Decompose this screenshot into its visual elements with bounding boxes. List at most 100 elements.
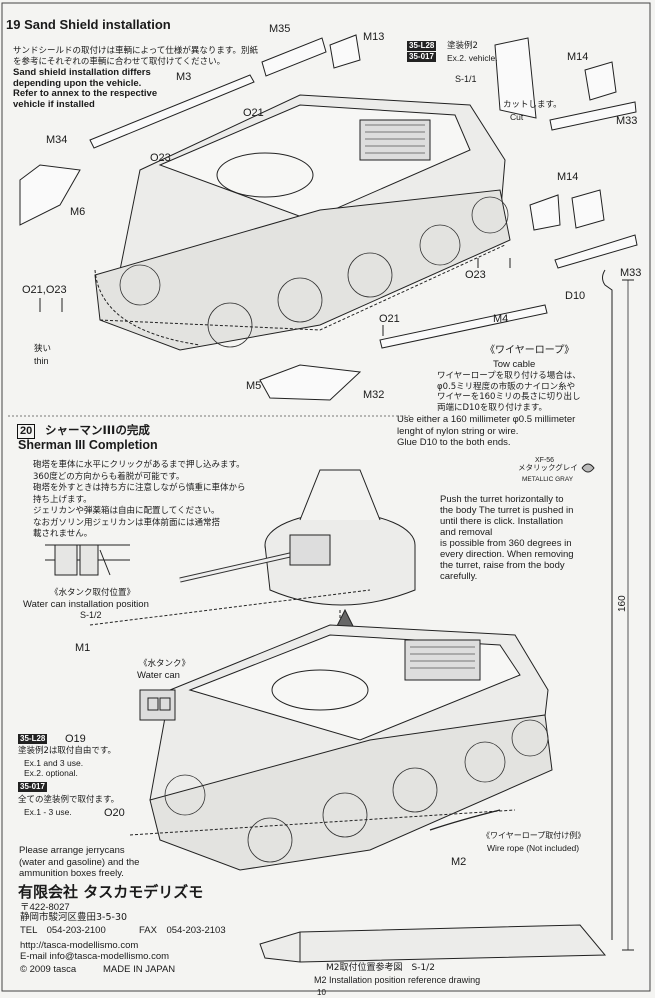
code-b-jp: 全ての塗装例で取付ます。 xyxy=(18,795,120,805)
step20-title-jp: シャーマンIIIの完成 xyxy=(45,423,150,437)
jp-line: 砲塔を車体に水平にクリックがあるまで押し込みます。 xyxy=(33,460,245,470)
en-line: Ex.1 and 3 use. xyxy=(24,758,84,768)
tank-hull-step19 xyxy=(94,94,511,351)
step20-title-en: Sherman III Completion xyxy=(18,438,158,452)
en-line: Refer to annex to the respective xyxy=(13,88,158,99)
part-m33-a: M33 xyxy=(616,115,638,127)
en-line: the body The turret is pushed in xyxy=(440,505,574,516)
jp-line: ワイヤーロープを取り付ける場合は、 xyxy=(437,371,581,381)
code-a-en: Ex.1 and 3 use. Ex.2. optional. xyxy=(24,758,83,778)
en-line: depending upon the vehicle. xyxy=(13,77,142,89)
en-line: Push the turret horizontally to xyxy=(440,494,564,505)
part-m5: M5 xyxy=(246,380,262,392)
tow-length: 160 xyxy=(617,595,628,612)
en-line: Sand shield installation differs xyxy=(13,67,151,78)
jp-line: サンドシールドの取付けは車輌によって仕様が異なります。別紙 xyxy=(13,46,258,56)
water-can-position-inset xyxy=(45,544,130,576)
company-tel: TEL 054-203-2100 xyxy=(20,925,106,936)
company-postal: 〒422-8027 xyxy=(20,902,70,913)
paint-label-jp: 塗装例2 xyxy=(447,41,478,51)
water-pos-en: Water can installation position xyxy=(23,599,149,610)
jerrycan-note: Please arrange jerrycans (water and gaso… xyxy=(19,845,139,880)
m2-ref-en: M2 Installation position reference drawi… xyxy=(314,975,481,985)
part-m13: M13 xyxy=(363,31,385,43)
cut-jp: カットします。 xyxy=(503,100,562,110)
paint-xf56-jp: メタリックグレイ xyxy=(518,463,578,472)
en-line: (water and gasoline) and the xyxy=(19,856,140,868)
water-can-en: Water can xyxy=(137,670,180,681)
s-ref-1-1: S-1/1 xyxy=(455,74,477,84)
wire-rope-en: Wire rope (Not included) xyxy=(487,843,580,853)
en-line: Use either a 160 millimeter φ0.5 millime… xyxy=(397,414,576,425)
jp-line: なおガソリン用ジェリカンは車体前面には通常搭 xyxy=(33,517,221,528)
tow-title-jp: 《ワイヤーロープ》 xyxy=(485,345,575,356)
en-line: every direction. When removing xyxy=(440,549,574,560)
en-line: and removal xyxy=(440,527,493,538)
en-line: the turret, raise from the body xyxy=(440,560,565,571)
part-o21-b: O21 xyxy=(379,313,400,325)
step20-number: 20 xyxy=(17,424,36,439)
en-line: until there is click. Installation xyxy=(440,516,564,527)
cut-en: Cut xyxy=(510,112,524,122)
part-m1: M1 xyxy=(75,642,91,654)
en-line: carefully. xyxy=(440,571,478,582)
part-m35: M35 xyxy=(269,23,291,35)
part-o23-a: O23 xyxy=(150,152,171,164)
step19-title: 19 Sand Shield installation xyxy=(6,17,171,32)
jp-line: 360度どの方向からも着脱が可能です。 xyxy=(33,471,185,482)
en-line: is possible from 360 degrees in xyxy=(440,538,572,549)
company-url[interactable]: http://tasca-modellismo.com xyxy=(20,940,139,951)
page-number: 10 xyxy=(317,988,326,997)
paint-xf56: XF-56 xyxy=(535,457,555,464)
sand-shield-parts xyxy=(19,34,638,401)
company-fax: FAX 054-203-2103 xyxy=(139,925,226,936)
part-m6: M6 xyxy=(70,206,86,218)
jp-line: を参考にそれぞれの車輌に合わせて取付けてください。 xyxy=(13,56,226,67)
jp-line: φ0.5ミリ程度の市販のナイロン糸や xyxy=(437,381,576,392)
copyright: © 2009 tasca xyxy=(20,964,77,975)
thin-en: thin xyxy=(34,356,49,366)
water-can-jp: 《水タンク》 xyxy=(139,659,191,669)
jp-line: 両端にD10を取り付けます。 xyxy=(437,402,548,413)
thin-jp: 狭い xyxy=(34,344,52,354)
part-m32: M32 xyxy=(363,389,385,401)
part-m34: M34 xyxy=(46,134,68,146)
en-line: Ex.2. optional. xyxy=(24,768,78,778)
jp-line: 載されません。 xyxy=(33,529,93,539)
water-pos-ref: S-1/2 xyxy=(80,610,102,620)
part-o19: O19 xyxy=(65,733,86,745)
code-b-box: 35-017 xyxy=(18,782,47,792)
part-m14-b: M14 xyxy=(557,171,579,183)
m2-reference-drawing xyxy=(259,924,607,963)
paint-label-en: Ex.2. vehicle. xyxy=(447,53,498,63)
jp-line: ジェリカンや弾薬箱は自由に配置してください。 xyxy=(33,506,220,516)
part-o23-b: O23 xyxy=(465,269,486,281)
part-m2: M2 xyxy=(451,856,467,868)
wire-rope-jp: 《ワイヤーロープ取付け例》 xyxy=(482,831,586,840)
paint-code-35-l28: 35-L28 xyxy=(407,41,437,51)
step19-number: 19 xyxy=(6,17,21,32)
part-m3: M3 xyxy=(176,71,192,83)
code-a-box: 35-L28 xyxy=(18,734,48,744)
made-in-japan: MADE IN JAPAN xyxy=(103,964,176,975)
code-b-en: Ex.1 - 3 use. xyxy=(24,807,72,817)
paint-code-35-017: 35-017 xyxy=(407,52,436,62)
part-o21-a: O21 xyxy=(243,107,264,119)
company-email[interactable]: E-mail info@tasca-modellismo.com xyxy=(20,951,170,962)
part-m14-a: M14 xyxy=(567,51,589,63)
part-o20: O20 xyxy=(104,807,125,819)
tow-cable-diagram xyxy=(581,269,634,951)
code-a-jp: 塗装例2は取付自由です。 xyxy=(18,746,117,756)
turret-instructions-en: Push the turret horizontally to the body… xyxy=(440,494,574,582)
en-line: Glue D10 to the both ends. xyxy=(397,437,511,448)
step19-jp-note: サンドシールドの取付けは車輌によって仕様が異なります。別紙 を参考にそれぞれの車… xyxy=(13,46,258,67)
water-pos-jp: 《水タンク取付位置》 xyxy=(50,588,136,598)
tow-body-jp: ワイヤーロープを取り付ける場合は、 φ0.5ミリ程度の市販のナイロン糸や ワイヤ… xyxy=(437,371,581,413)
m2-ref-jp: M2取付位置参考図 S-1/2 xyxy=(326,963,435,973)
step19-title-text: Sand Shield installation xyxy=(24,17,171,32)
en-line: lenght of nylon string or wire. xyxy=(397,425,519,437)
jp-line: ワイヤーを160ミリの長さに切り出し xyxy=(437,392,581,402)
tow-body-en: Use either a 160 millimeter φ0.5 millime… xyxy=(397,414,575,449)
tow-title-en: Tow cable xyxy=(493,359,536,370)
